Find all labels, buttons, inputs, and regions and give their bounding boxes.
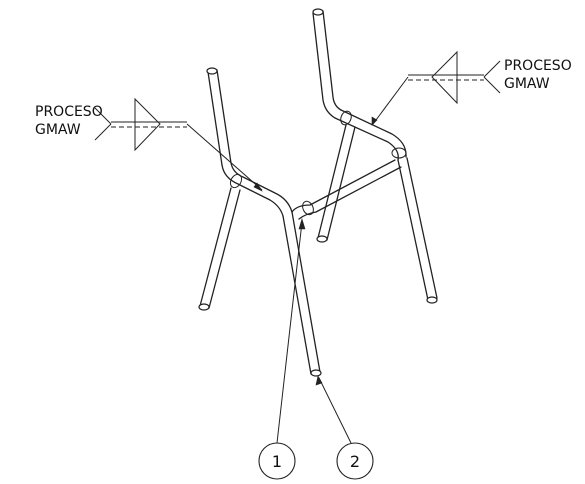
weld-symbol-right: PROCESO GMAW bbox=[371, 50, 572, 126]
front-seat-rail bbox=[291, 159, 402, 220]
weld-process-label-right-line1: PROCESO bbox=[504, 58, 572, 74]
weld-process-label-left-line1: PROCESO bbox=[35, 104, 103, 120]
left-seat-rail bbox=[221, 162, 293, 217]
right-seat-rail bbox=[334, 109, 407, 161]
balloon-1: 1 bbox=[258, 217, 306, 480]
chair-frame bbox=[198, 8, 438, 377]
weld-process-label-right-line2: GMAW bbox=[504, 76, 550, 92]
weld-process-label-left-line2: GMAW bbox=[35, 122, 81, 138]
balloon-2: 2 bbox=[315, 375, 374, 480]
left-back-post bbox=[206, 67, 232, 166]
balloon-2-number: 2 bbox=[350, 452, 360, 471]
right-rear-leg bbox=[397, 157, 438, 304]
balloon-1-number: 1 bbox=[272, 452, 282, 471]
inner-back-leg bbox=[316, 124, 356, 243]
weld-symbol-left: PROCESO GMAW bbox=[35, 97, 263, 192]
front-leg bbox=[282, 211, 322, 377]
right-back-post bbox=[312, 8, 342, 119]
left-leg bbox=[198, 187, 241, 311]
